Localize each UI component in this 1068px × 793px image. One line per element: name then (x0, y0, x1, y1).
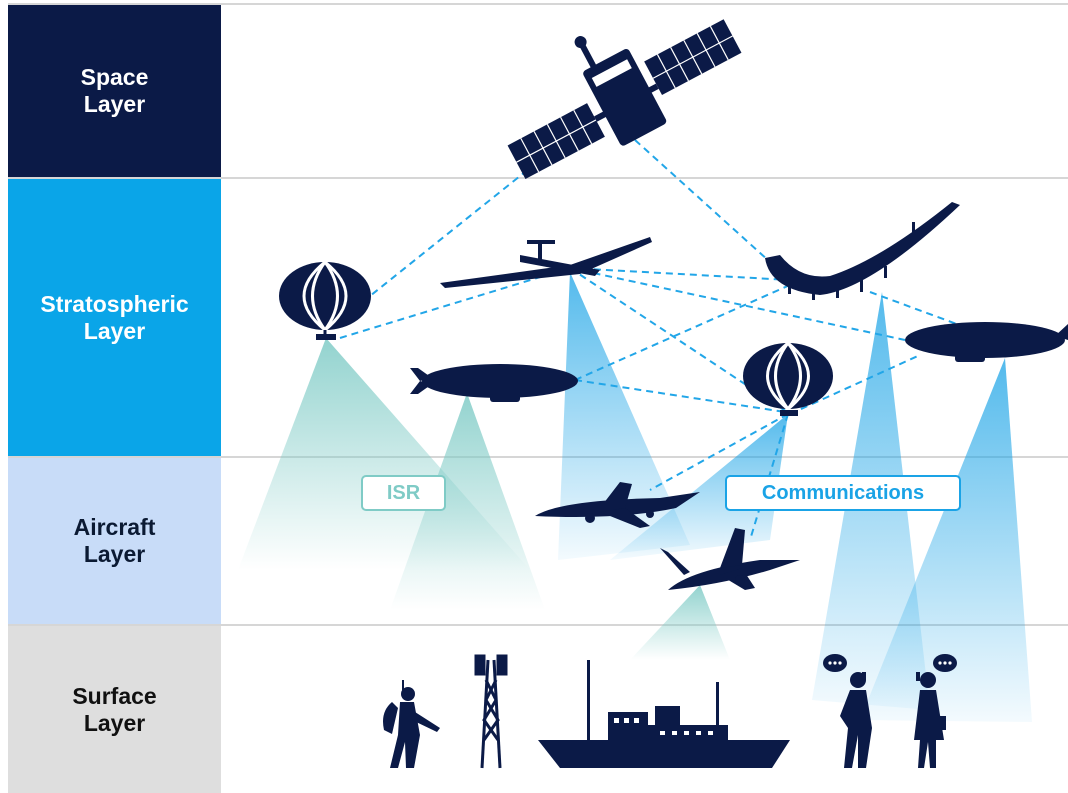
space-layer-label: Space Layer (8, 4, 221, 177)
space-strato-divider (8, 177, 1068, 179)
comm-beam-glider (558, 272, 690, 560)
balloon-right-icon (743, 341, 833, 416)
speech-bubble-icon (823, 654, 847, 672)
isr-beams (238, 338, 730, 660)
surface-layer-label: Surface Layer (8, 626, 221, 793)
cell-tower-icon (474, 654, 508, 769)
link-balloon-glider (339, 267, 571, 339)
surface-layer-text: Surface Layer (72, 682, 157, 736)
strato-aircraft-divider (8, 456, 1068, 458)
stratospheric-layer-label: Stratospheric Layer (8, 179, 221, 456)
satellite-icon (507, 19, 742, 179)
soldier-icon (383, 680, 440, 768)
aircraft-layer-label: Aircraft Layer (8, 458, 221, 624)
flying-wing-icon (765, 202, 960, 300)
space-layer-text: Space Layer (80, 63, 149, 117)
balloon-left-icon (279, 260, 371, 340)
isr-tag-text: ISR (386, 481, 421, 504)
glider-icon (440, 237, 652, 288)
communications-tag: Communications (725, 475, 961, 511)
speech-bubble-icon (933, 654, 957, 672)
comm-beam-balloon-right (610, 414, 788, 560)
airship-right-icon (905, 322, 1068, 362)
isr-beam-airship-left (390, 393, 545, 610)
isr-beam-airliner-low (630, 585, 730, 660)
link-sat-wing (634, 139, 791, 281)
isr-tag: ISR (361, 475, 446, 511)
aircraft-layer-text: Aircraft Layer (73, 514, 156, 567)
aircraft-surface-divider (8, 624, 1068, 626)
link-balloon-airliner-high (649, 413, 789, 491)
airliner-low-icon (660, 528, 800, 590)
link-airship-wing (574, 284, 791, 381)
communications-tag-text: Communications (761, 481, 925, 504)
person-phone-woman-icon (914, 672, 946, 768)
person-phone-man-icon (840, 672, 872, 768)
airliner-high-icon (535, 482, 700, 528)
top-divider (8, 3, 1068, 5)
stratospheric-layer-text: Stratospheric Layer (40, 290, 189, 344)
comm-beam-airship-right (860, 358, 1032, 722)
airship-left-icon (410, 364, 578, 402)
link-glider-airship-right (569, 267, 906, 341)
ship-icon (538, 660, 790, 768)
link-glider-wing (569, 267, 791, 281)
